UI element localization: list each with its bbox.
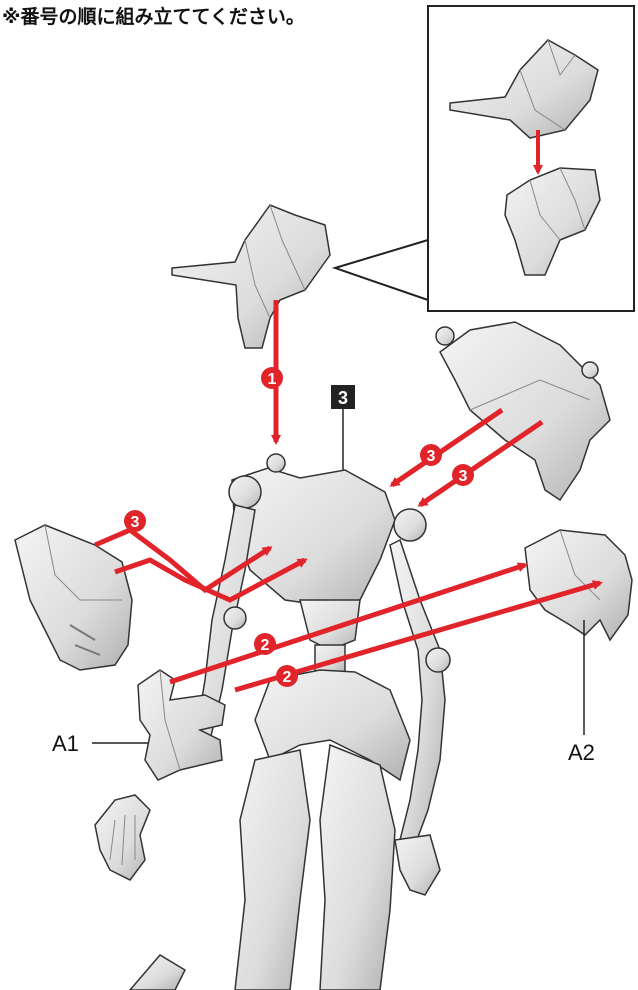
step3-arrow-back-1 (392, 410, 502, 485)
label-a2: A2 (568, 620, 595, 765)
svg-text:A2: A2 (568, 740, 595, 765)
step3-box-marker: 3 (331, 385, 355, 470)
step2-marker-a: 2 (254, 633, 276, 655)
step1-marker: 1 (261, 367, 283, 389)
svg-text:2: 2 (283, 669, 292, 686)
step3-marker-c: 3 (124, 510, 146, 532)
step3-marker-b: 3 (452, 464, 474, 486)
step3-marker-a: 3 (420, 444, 442, 466)
svg-text:3: 3 (131, 514, 140, 531)
chest-armor-part (15, 525, 132, 670)
label-a1: A1 (52, 731, 148, 756)
svg-text:3: 3 (427, 448, 436, 465)
svg-text:1: 1 (268, 371, 277, 388)
svg-text:2: 2 (261, 637, 270, 654)
svg-text:3: 3 (338, 388, 348, 408)
step2-marker-b: 2 (276, 665, 298, 687)
svg-text:3: 3 (459, 468, 468, 485)
svg-text:A1: A1 (52, 731, 79, 756)
part-a2 (525, 530, 632, 640)
detail-inset (335, 6, 634, 311)
head-visor-part (172, 205, 330, 348)
hand-part (95, 795, 150, 880)
step3-arrow-back-2 (420, 422, 542, 505)
